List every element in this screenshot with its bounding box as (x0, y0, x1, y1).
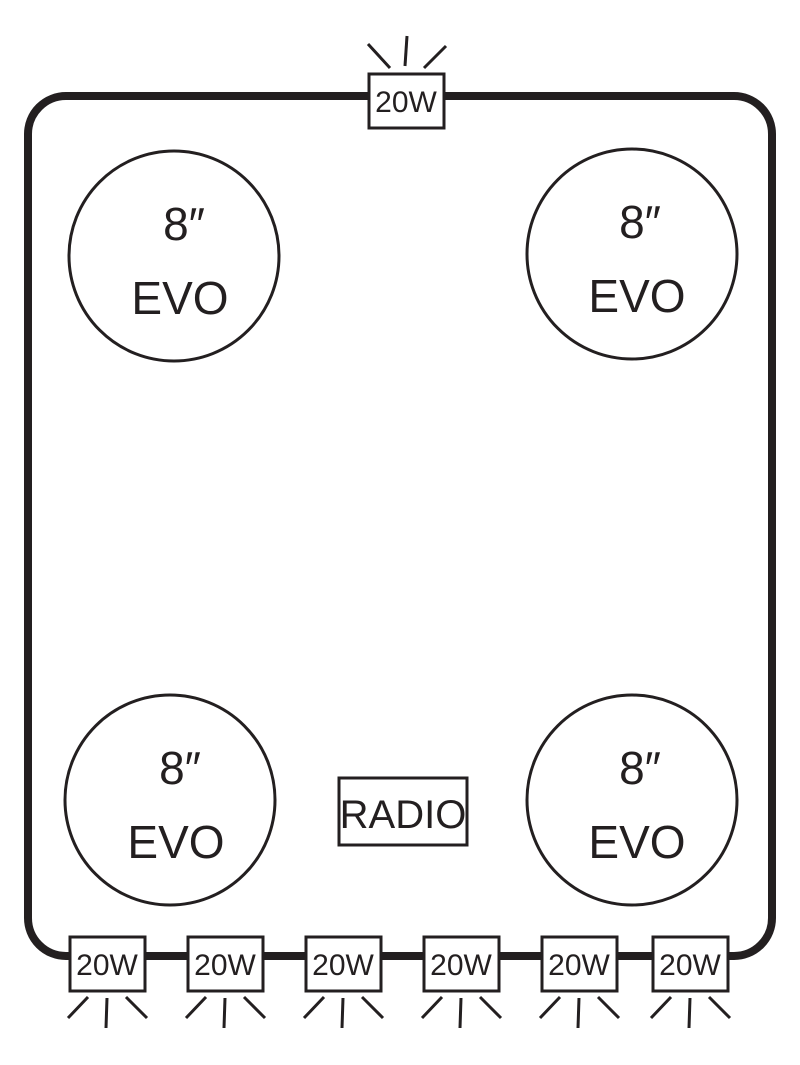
light-ray (302, 995, 326, 1020)
light-ray (184, 995, 208, 1020)
speaker-model-label: EVO (588, 816, 685, 868)
speaker-model-label: EVO (127, 816, 224, 868)
light-bottom-1: 20W (66, 935, 149, 1029)
speaker-circle (525, 147, 739, 361)
light-label: 20W (375, 86, 437, 119)
light-box (304, 935, 383, 993)
speaker-top-right: 8″ EVO (525, 147, 739, 361)
speaker-size-label: 8″ (159, 742, 201, 794)
speaker-bottom-right: 8″ EVO (525, 693, 739, 907)
light-label: 20W (312, 949, 374, 982)
light-ray (340, 997, 345, 1029)
light-label: 20W (76, 949, 138, 982)
light-bottom-2: 20W (184, 935, 267, 1029)
speaker-bottom-left: 8″ EVO (63, 693, 277, 907)
light-ray (422, 44, 448, 70)
radio-unit: RADIO (337, 776, 469, 847)
speaker-top-left: 8″ EVO (67, 149, 281, 363)
light-label: 20W (548, 949, 610, 982)
light-ray (366, 42, 392, 70)
speaker-size-label: 8″ (619, 196, 661, 248)
light-ray (687, 997, 692, 1029)
light-ray (66, 995, 90, 1020)
speaker-model-label: EVO (588, 270, 685, 322)
radio-box (337, 776, 469, 847)
light-box (367, 72, 446, 130)
light-ray (596, 995, 621, 1020)
light-label: 20W (194, 949, 256, 982)
light-label: 20W (659, 949, 721, 982)
light-bottom-3: 20W (302, 935, 385, 1029)
light-ray (478, 995, 503, 1020)
light-box (540, 935, 619, 993)
speaker-size-label: 8″ (163, 198, 205, 250)
speaker-circle (525, 693, 739, 907)
light-ray (649, 995, 673, 1020)
light-ray (104, 997, 109, 1029)
speaker-circle (63, 693, 277, 907)
light-ray (458, 997, 463, 1029)
light-bottom-4: 20W (420, 935, 503, 1029)
light-box (422, 935, 501, 993)
light-ray (420, 995, 444, 1020)
speaker-size-label: 8″ (619, 742, 661, 794)
light-box (186, 935, 265, 993)
light-top: 20W (366, 35, 448, 130)
radio-label: RADIO (340, 793, 467, 837)
light-bottom-5: 20W (538, 935, 621, 1029)
light-box (651, 935, 730, 993)
light-ray (242, 995, 267, 1020)
light-ray (403, 35, 409, 67)
light-ray (707, 995, 732, 1020)
light-box (68, 935, 147, 993)
light-ray (538, 995, 562, 1020)
light-bottom-6: 20W (649, 935, 732, 1029)
light-ray (360, 995, 385, 1020)
light-label: 20W (430, 949, 492, 982)
light-ray (124, 995, 149, 1020)
light-ray (576, 997, 581, 1029)
speaker-circle (67, 149, 281, 363)
speaker-model-label: EVO (131, 272, 228, 324)
light-ray (222, 997, 227, 1029)
